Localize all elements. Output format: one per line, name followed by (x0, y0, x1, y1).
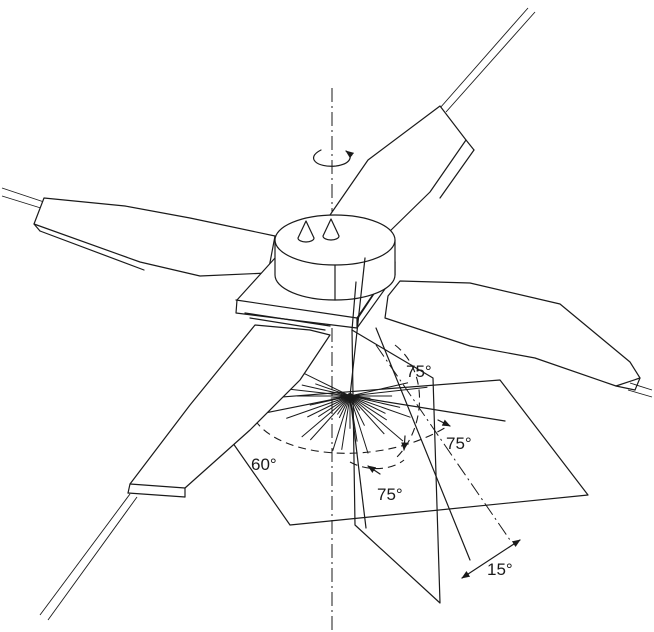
spray-ray (349, 395, 404, 442)
support-rod-left (1, 187, 45, 210)
horizontal-scan-plane (204, 379, 589, 526)
spray-ray (286, 395, 351, 419)
spray-ray (349, 386, 428, 397)
tilt-dimension-line (461, 539, 521, 579)
spray-ray (349, 395, 411, 418)
angle-arrow-lower (367, 465, 381, 475)
jet-line-main (349, 257, 366, 397)
spray-ray (332, 395, 351, 451)
nozzle-right-icon (322, 218, 340, 241)
angle-arrow-right (437, 419, 451, 427)
support-rod-lower-left (39, 493, 138, 621)
support-rod-upper-right (439, 7, 536, 113)
spray-ray (349, 395, 388, 421)
angle-label-lower: 75° (377, 485, 403, 504)
spray-ray (307, 395, 351, 418)
spray-ray (318, 395, 351, 418)
arc-horizontal (254, 419, 449, 454)
reference-line-down (349, 395, 367, 529)
spray-ray (349, 382, 409, 397)
angle-arrow-vertical (401, 435, 408, 451)
tilt-line-dashed (375, 344, 511, 541)
spray-ray (301, 395, 351, 438)
rotation-arrow-icon (313, 149, 355, 167)
spray-ray (349, 395, 385, 435)
spray-ray-fan (273, 369, 428, 454)
spray-ray (349, 395, 369, 454)
spray-ray (349, 395, 365, 426)
reference-line-right (349, 395, 506, 422)
nozzle-left-icon (297, 220, 315, 243)
jet-line-side (351, 281, 357, 331)
arc-lower (349, 459, 405, 470)
spray-ray (301, 384, 351, 397)
arc-vertical (394, 344, 421, 459)
support-rod-right (627, 382, 653, 398)
spray-ray (336, 395, 351, 415)
blade-lower-left (127, 324, 331, 498)
blade-left (33, 197, 276, 277)
tilt-line-solid (375, 327, 471, 561)
angle-label-right-horizontal: 75° (446, 434, 472, 453)
spray-ray (338, 395, 351, 419)
angle-label-left-horizontal: 60° (251, 455, 277, 474)
spray-ray (341, 395, 351, 450)
vertical-scan-plane (351, 329, 441, 604)
spray-ray (296, 369, 351, 397)
spray-ray (309, 395, 351, 441)
angle-label-tilt: 15° (487, 560, 513, 579)
blade-right (384, 280, 641, 391)
spray-ray (349, 395, 386, 414)
spray-ray (315, 383, 351, 397)
angle-label-vertical-upper: 75° (406, 362, 432, 381)
